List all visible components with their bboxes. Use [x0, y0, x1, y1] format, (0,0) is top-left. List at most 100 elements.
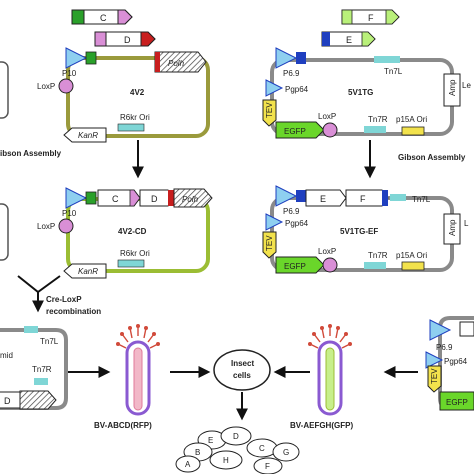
- gene-c-label: C: [112, 194, 119, 204]
- right-p69-icon: [429, 319, 452, 341]
- tn7r-block: [364, 126, 386, 133]
- left-edge-bottom-vector: Tn7L mid Tn7R D: [0, 326, 68, 410]
- gene-c-tip: [129, 189, 141, 207]
- complex-label-f: F: [265, 462, 270, 471]
- gene-f-cap: [385, 9, 400, 25]
- p69-blue-block: [296, 190, 306, 202]
- right-egfp-label: EGFP: [446, 398, 468, 407]
- bv-left-label: BV-ABCD(RFP): [94, 421, 152, 430]
- left-edge-box-mid: [0, 203, 9, 261]
- cre-label-2: recombination: [46, 307, 101, 316]
- gene-f-label: F: [368, 13, 374, 23]
- left-edge-box-top: [0, 61, 9, 119]
- right-edge-bottom-vector: P6.9 Pgp64 TEV EGFP: [425, 316, 474, 411]
- egfp-label: EGFP: [284, 127, 306, 136]
- p15a-ori-block: [401, 261, 425, 271]
- pgp64-label: Pgp64: [285, 85, 309, 94]
- insect-cells-label-2: cells: [233, 371, 251, 380]
- right-egfp-box: [439, 391, 474, 411]
- loxp-icon: [322, 122, 338, 138]
- left-d-label: D: [4, 396, 11, 406]
- gibson-label-right: Gibson Assembly: [398, 153, 466, 162]
- right-gene-box: [459, 321, 474, 337]
- right-tev-label: TEV: [430, 368, 439, 384]
- tn7l-label: Tn7L: [384, 67, 403, 76]
- vector-5v1tg: F E P6.9 Pgp64 Tn7L Amp TEV EGFP LoxP Tn…: [262, 9, 461, 139]
- right-pgp64-icon: [425, 351, 444, 369]
- gene-c-cap: [117, 9, 133, 25]
- loxp-icon: [322, 257, 338, 273]
- right-tev-box: [427, 365, 442, 393]
- vector-name-4v2: 4V2: [130, 88, 145, 97]
- complex-label-c: C: [259, 444, 265, 453]
- insect-cells-ellipse: [213, 349, 271, 391]
- kan-label: KanR: [78, 267, 98, 276]
- p15a-ori-block: [401, 126, 425, 136]
- tn7r-label: Tn7R: [368, 115, 388, 124]
- p15a-ori-label: p15A Ori: [396, 251, 427, 260]
- subunit-f: [253, 457, 283, 474]
- subunit-g: [272, 442, 300, 462]
- right-edge-le-label: Le: [462, 81, 471, 90]
- gene-d-label: D: [151, 194, 158, 204]
- complex-label-d: D: [233, 432, 239, 441]
- vector-name-5v1tg: 5V1TG: [348, 88, 373, 97]
- kan-arrow: [63, 127, 107, 143]
- polh-arrow: [173, 188, 213, 208]
- gene-e-label: E: [320, 194, 326, 204]
- left-polh-arrow: [19, 390, 57, 410]
- baculovirus-right: BV-AEFGH(GFP): [290, 324, 353, 430]
- right-p69-label: P6.9: [436, 343, 453, 352]
- bv-left-spike-tips: [116, 324, 160, 346]
- p69-promoter-icon: [275, 185, 298, 207]
- complex-label-b: B: [195, 448, 200, 457]
- left-tn7l-label: Tn7L: [40, 337, 59, 346]
- pgp64-promoter-icon: [265, 213, 284, 231]
- gene-d-tail: [94, 31, 107, 47]
- egfp-label: EGFP: [284, 262, 306, 271]
- gene-e-tail: [322, 32, 330, 46]
- subunit-d: [220, 426, 252, 446]
- gene-d-label: D: [124, 35, 131, 45]
- r6kr-ori-block: [117, 259, 145, 268]
- loxp-icon: [58, 218, 74, 234]
- vector-5v1tgef: P6.9 Pgp64 E F Tn7L Amp TEV EGFP LoxP Tn…: [262, 185, 461, 274]
- tev-box: [262, 231, 277, 259]
- r6kr-ori-label: R6kr Ori: [120, 113, 150, 122]
- vector-4v2cd: P10 C D Polh LoxP 4V2-CD R6kr Ori KanR: [37, 187, 213, 279]
- subunit-a: [175, 455, 201, 473]
- p10-promoter-icon: [65, 47, 88, 69]
- pgp64-promoter-icon: [265, 79, 284, 97]
- r6kr-ori-label: R6kr Ori: [120, 249, 150, 258]
- subunit-h: [209, 450, 243, 470]
- p69-blue-block: [296, 52, 306, 64]
- polh-label: Polh: [182, 195, 199, 204]
- amp-box: [443, 213, 461, 245]
- plasmid-4v2-loop: [66, 56, 210, 138]
- tn7r-block: [364, 262, 386, 269]
- complex-label-g: G: [283, 448, 289, 457]
- vector-name-5v1tgef: 5V1TG-EF: [340, 227, 378, 236]
- left-tn7l-block: [24, 326, 38, 333]
- r6kr-ori-block: [117, 123, 145, 132]
- amp-box: [443, 73, 461, 107]
- kan-arrow: [63, 263, 107, 279]
- tev-box: [262, 99, 277, 127]
- tn7l-block: [390, 194, 406, 201]
- gene-c-label: C: [100, 13, 107, 23]
- amp-label: Amp: [448, 79, 457, 96]
- gene-e-insert: [305, 189, 347, 207]
- vector-4v2: C D Polh P10 LoxP 4V2 R6kr Ori KanR: [37, 9, 210, 143]
- loxp-label: LoxP: [318, 112, 336, 121]
- p69-promoter-icon: [275, 47, 298, 69]
- left-tn7r-block: [34, 378, 48, 385]
- tev-label: TEV: [265, 102, 274, 118]
- amp-label: Amp: [448, 219, 457, 236]
- polh-cap: [155, 52, 160, 72]
- loxp-icon: [58, 78, 74, 94]
- protein-complex: [175, 426, 300, 474]
- p69-label: P6.9: [283, 207, 300, 216]
- loxp-label: LoxP: [318, 247, 336, 256]
- gene-d-cap: [140, 31, 156, 47]
- gene-e-label: E: [346, 35, 352, 45]
